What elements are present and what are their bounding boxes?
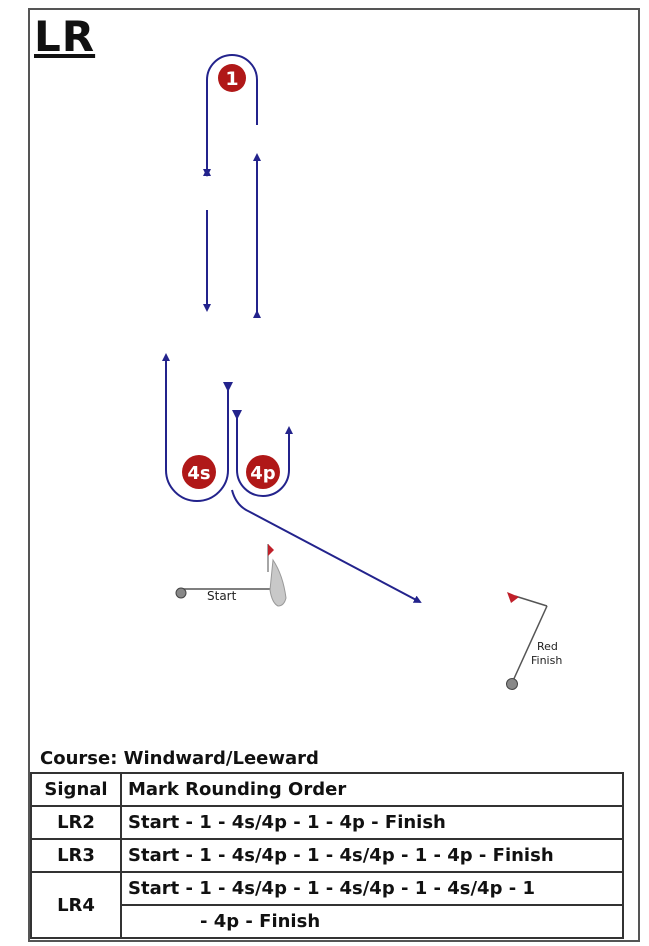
table-row-continuation: - 4p - Finish [31,904,624,939]
route-upwind-lower-head [253,310,261,318]
signal-cell: LR2 [30,805,122,840]
committee-boat-icon [267,544,287,607]
mark-4s-label: 4s [187,463,210,484]
finish-buoy-icon [506,678,518,690]
table-row: LR2 Start - 1 - 4s/4p - 1 - 4p - Finish [30,805,624,840]
mark-4p-label: 4p [250,463,276,484]
page-title: LR [34,12,96,61]
mark-1: 1 [218,64,246,92]
mark-1-label: 1 [225,68,238,90]
start-line: Start [175,544,287,607]
route-to-finish [231,489,422,603]
order-cell: Start - 1 - 4s/4p - 1 - 4s/4p - 1 - 4p -… [120,838,624,873]
mark-4p: 4p [246,455,280,489]
course-label: Course: Windward/Leeward [40,748,319,769]
route-4p-down-head [232,410,242,420]
route-4s-down-head [223,382,233,392]
route-gate-4s-rounding [162,353,229,502]
finish-line: Red Finish [506,592,562,690]
finish-flag-icon [507,592,519,603]
signal-cell: LR4 [30,871,122,939]
route-gate-4p-rounding [236,410,293,497]
order-cell: Start - 1 - 4s/4p - 1 - 4s/4p - 1 - 4s/4… [120,871,624,906]
table-row: LR3 Start - 1 - 4s/4p - 1 - 4s/4p - 1 - … [30,838,624,873]
header-mark-rounding-order: Mark Rounding Order [120,772,624,807]
mark-4s: 4s [182,455,216,489]
mark-rounding-table: Signal Mark Rounding Order LR2 Start - 1… [30,772,624,939]
start-pin-buoy-icon [175,587,187,599]
table-row: LR4 Start - 1 - 4s/4p - 1 - 4s/4p - 1 - … [30,871,624,939]
signal-cell: LR3 [30,838,122,873]
start-flag-icon [268,544,274,556]
page-frame [28,8,640,942]
finish-label-finish: Finish [531,654,562,667]
course-diagram: 1 4s 4p Start Red Finish [162,54,562,690]
order-cell: Start - 1 - 4s/4p - 1 - 4p - Finish [120,805,624,840]
header-signal: Signal [30,772,122,807]
start-label: Start [207,589,237,603]
finish-label-red: Red [537,640,558,653]
route-mark1-rounding [203,54,258,176]
table-header-row: Signal Mark Rounding Order [30,772,624,807]
order-cell-continuation: - 4p - Finish [120,904,624,939]
